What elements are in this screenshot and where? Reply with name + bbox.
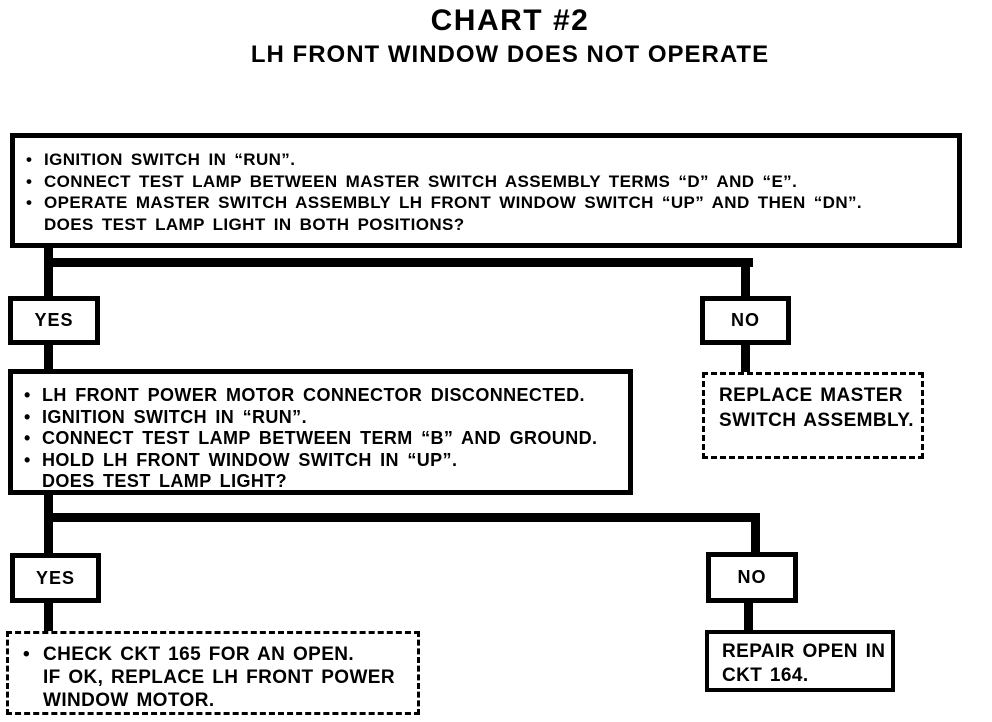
step2-bullet-row-4: • HOLD LH FRONT WINDOW SWITCH IN “UP”.: [24, 450, 620, 472]
connector-no1-replace-master: [741, 345, 750, 372]
bullet-icon: •: [26, 193, 33, 212]
no2-label: NO: [737, 567, 767, 587]
yes1-box: YES: [8, 296, 100, 345]
bullet-icon: •: [24, 449, 31, 470]
step2-bullet-row-1: • LH FRONT POWER MOTOR CONNECTOR DISCONN…: [24, 385, 620, 407]
bullet-icon: •: [24, 428, 31, 448]
replace-master-line-1: REPLACE MASTER: [719, 385, 903, 406]
yes2-label: YES: [35, 567, 76, 588]
title-block: CHART #2 LH FRONT WINDOW DOES NOT OPERAT…: [60, 4, 960, 69]
check-ckt-line-1: CHECK CKT 165 FOR AN OPEN.: [43, 644, 355, 665]
connector-branch1-no1: [741, 258, 750, 296]
connector-branch2-horizontal: [44, 513, 760, 522]
step1-bullet-row-1: • IGNITION SWITCH IN “RUN”.: [26, 149, 949, 171]
step1-bullet-text-3: OPERATE MASTER SWITCH ASSEMBLY LH FRONT …: [44, 193, 863, 212]
step1-bullet-text-2: CONNECT TEST LAMP BETWEEN MASTER SWITCH …: [44, 171, 798, 191]
page-subtitle: LH FRONT WINDOW DOES NOT OPERATE: [250, 41, 770, 68]
yes2-box: YES: [10, 553, 101, 603]
step2-bullet-text-2: IGNITION SWITCH IN “RUN”.: [42, 406, 307, 427]
yes1-label: YES: [34, 310, 74, 330]
bullet-icon: •: [24, 385, 31, 405]
connector-yes2-check-ckt: [44, 602, 53, 631]
step1-bullet-text-1: IGNITION SWITCH IN “RUN”.: [44, 150, 296, 169]
connector-step1-yes1: [44, 248, 53, 296]
no1-box: NO: [700, 296, 791, 345]
no1-label: NO: [731, 310, 760, 330]
connector-no2-repair-open: [744, 602, 753, 630]
repair-open-ckt-164-box: REPAIR OPEN IN CKT 164.: [705, 630, 895, 692]
step1-decision-box: • IGNITION SWITCH IN “RUN”. • CONNECT TE…: [10, 133, 962, 248]
bullet-icon: •: [24, 406, 31, 427]
step1-question: DOES TEST LAMP LIGHT IN BOTH POSITIONS?: [44, 214, 465, 234]
check-ckt-line-2: IF OK, REPLACE LH FRONT POWER: [43, 667, 395, 688]
check-ckt-line-3: WINDOW MOTOR.: [43, 690, 215, 711]
repair-open-line-1: REPAIR OPEN IN: [722, 641, 886, 662]
step2-bullet-text-1: LH FRONT POWER MOTOR CONNECTOR DISCONNEC…: [42, 385, 585, 405]
repair-open-line-2: CKT 164.: [722, 665, 809, 686]
bullet-icon: •: [23, 644, 31, 665]
replace-master-switch-box: REPLACE MASTER SWITCH ASSEMBLY.: [702, 372, 924, 459]
connector-yes1-step2: [44, 345, 53, 369]
check-ckt-bullet-row: • CHECK CKT 165 FOR AN OPEN.: [23, 643, 417, 666]
bullet-icon: •: [26, 171, 33, 191]
step1-bullet-row-2: • CONNECT TEST LAMP BETWEEN MASTER SWITC…: [26, 171, 949, 193]
step2-bullet-text-4: HOLD LH FRONT WINDOW SWITCH IN “UP”.: [42, 449, 458, 470]
step2-bullet-row-2: • IGNITION SWITCH IN “RUN”.: [24, 407, 620, 429]
step2-decision-box: • LH FRONT POWER MOTOR CONNECTOR DISCONN…: [8, 369, 633, 495]
check-ckt-165-box: • CHECK CKT 165 FOR AN OPEN. IF OK, REPL…: [6, 631, 420, 715]
connector-branch1-horizontal: [44, 258, 753, 267]
connector-step2-yes2: [44, 495, 53, 553]
bullet-icon: •: [26, 150, 33, 169]
step1-bullet-row-3: • OPERATE MASTER SWITCH ASSEMBLY LH FRON…: [26, 192, 949, 214]
step2-bullet-row-3: • CONNECT TEST LAMP BETWEEN TERM “B” AND…: [24, 428, 620, 450]
step2-bullet-text-3: CONNECT TEST LAMP BETWEEN TERM “B” AND G…: [42, 428, 598, 448]
replace-master-line-2: SWITCH ASSEMBLY.: [719, 410, 914, 431]
step2-question: DOES TEST LAMP LIGHT?: [42, 471, 288, 491]
connector-branch2-no2: [751, 513, 760, 552]
page-title: CHART #2: [430, 4, 590, 37]
no2-box: NO: [706, 552, 798, 603]
